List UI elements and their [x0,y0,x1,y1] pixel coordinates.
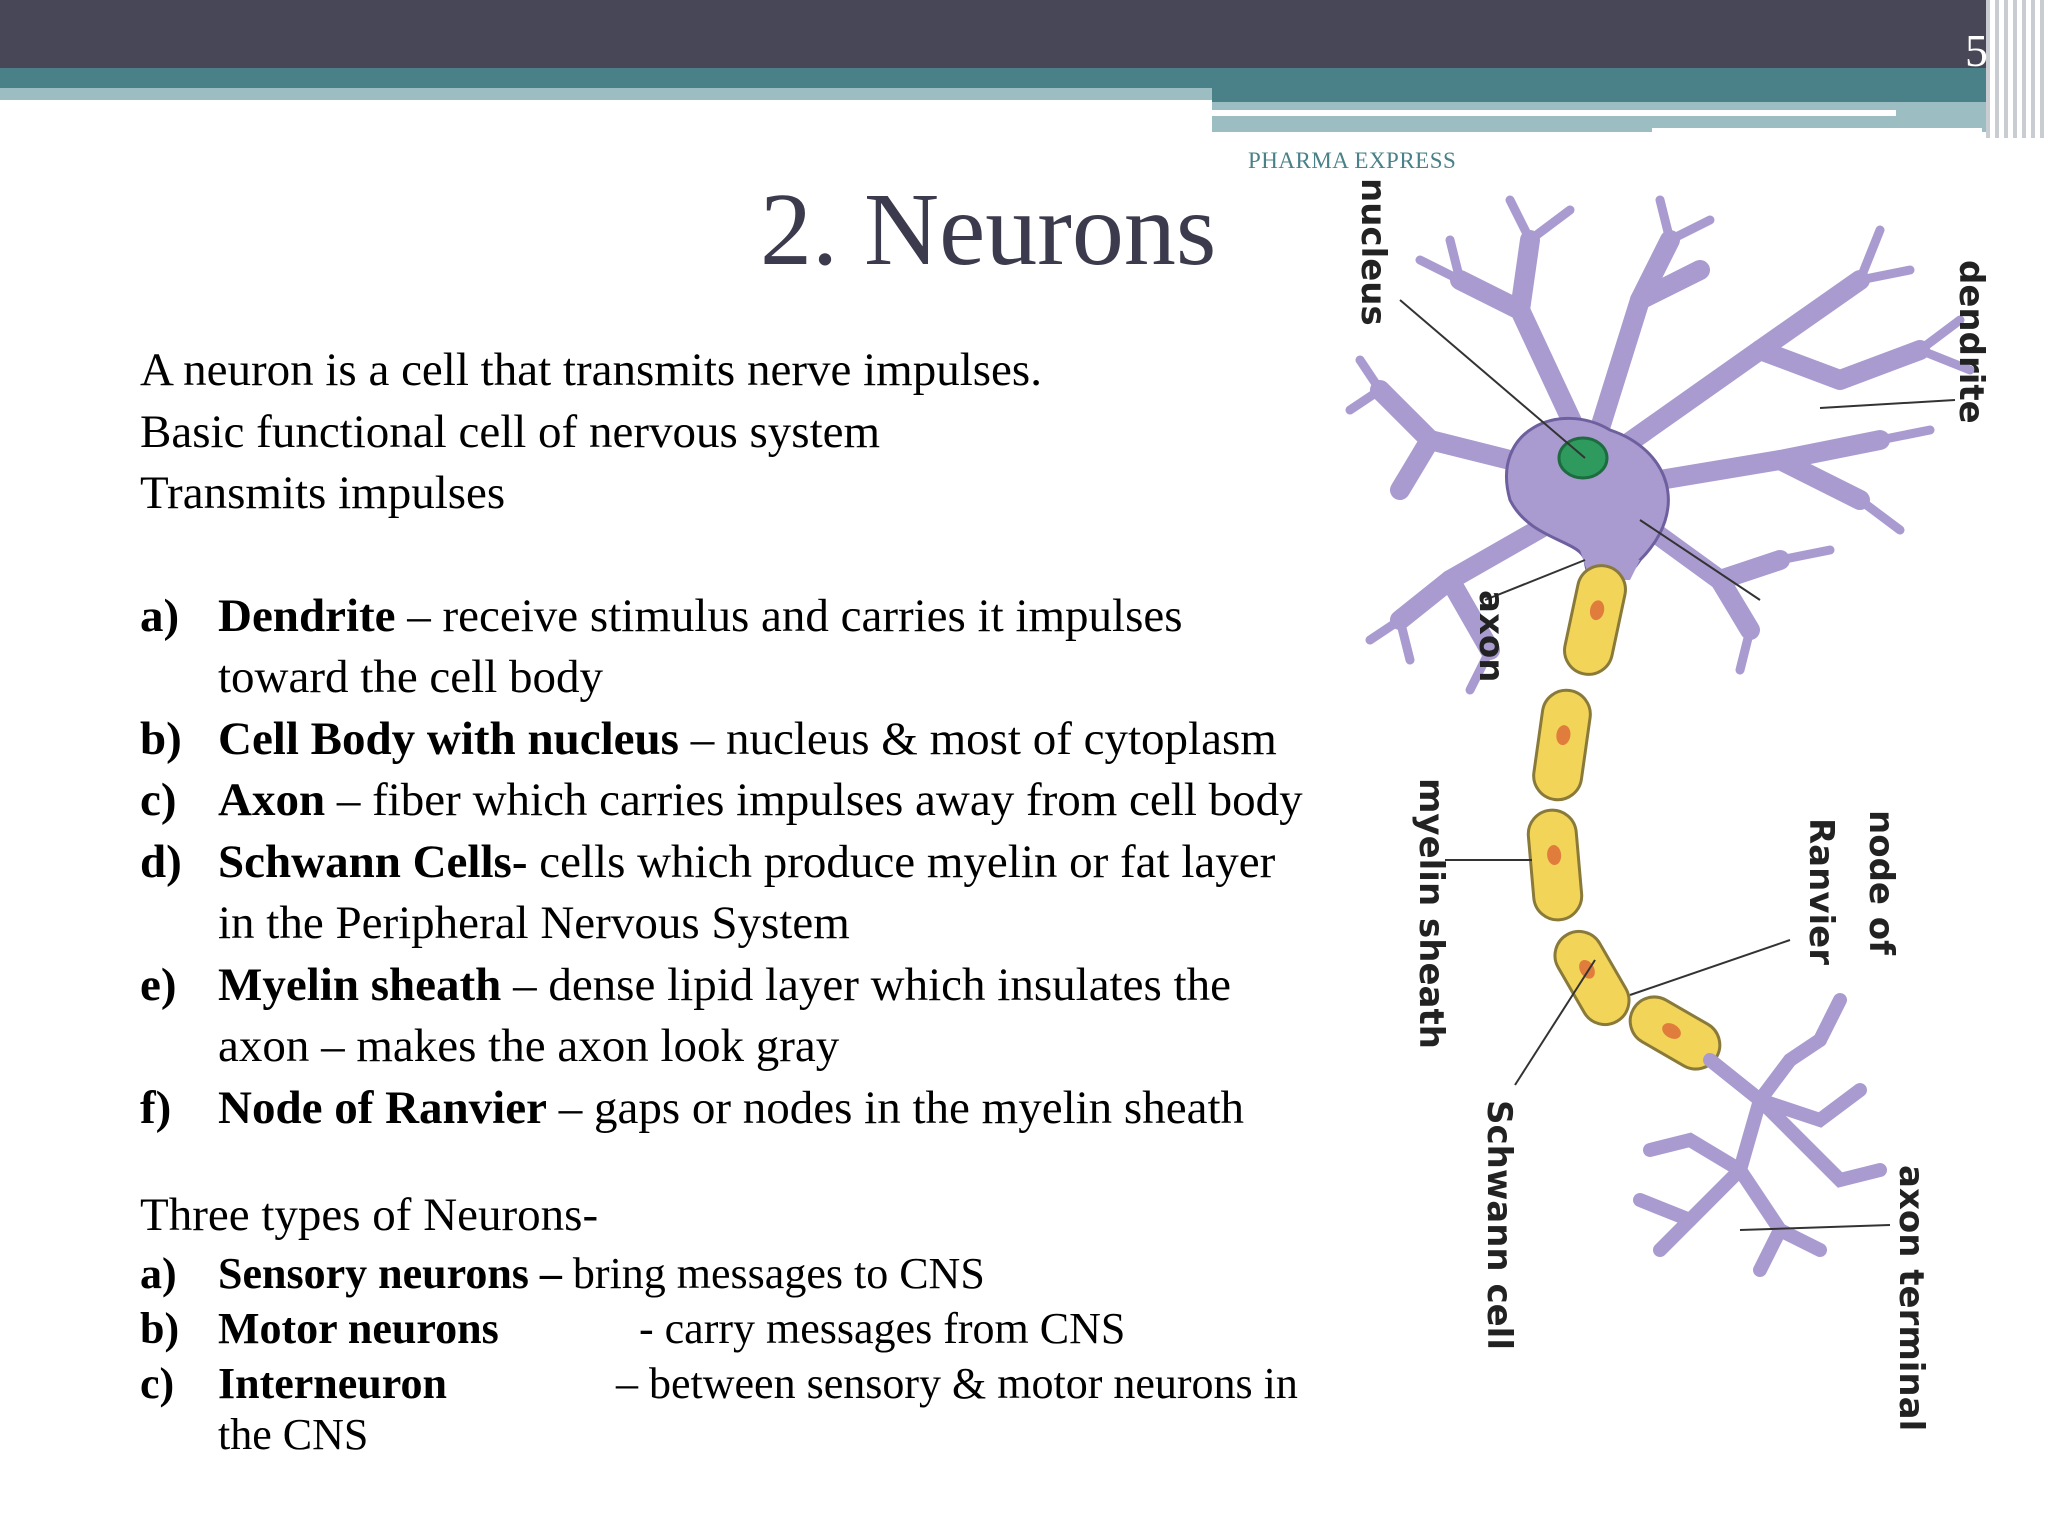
diagram-label-nucleus: nucleus [1353,178,1393,326]
definition: bring messages to CNS [561,1249,985,1298]
term: Cell Body with nucleus [218,712,679,765]
definition-continued: axon – makes the axon look gray [218,1020,840,1072]
leader-lines [1399,299,1956,1231]
slide-content: A neuron is a cell that transmits nerve … [140,340,1430,1459]
diagram-label-dendrite: dendrite [1951,260,1991,424]
term: Schwann Cells- [218,835,528,888]
diagram-label-node-of: node of [1861,810,1901,956]
term: Myelin sheath [218,958,502,1011]
diagram-label-axon: axon [1471,590,1511,682]
header-band-right-light [1212,102,2048,132]
intro-line: Basic functional cell of nervous system [140,405,881,458]
list-item: c) Axon – fiber which carries impulses a… [140,770,1430,832]
definition: cells which produce myelin or fat layer [527,835,1276,888]
list-marker: e) [140,958,177,1011]
definition-continued: the CNS [218,1410,369,1459]
axon-terminal-branches [1633,993,1887,1277]
list-marker: d) [140,835,182,888]
list-marker: f) [140,1081,172,1134]
list-item: d) Schwann Cells- cells which produce my… [140,832,1430,894]
neuron-body [1345,195,1975,695]
diagram-label-myelin-sheath: myelin sheath [1411,778,1451,1049]
definition: – between sensory & motor neurons in [616,1359,1298,1408]
list-marker: c) [140,774,177,826]
list-item: e) Myelin sheath – dense lipid layer whi… [140,955,1430,1017]
diagram-label-ranvier: Ranvier [1801,818,1841,965]
list-marker: c) [140,1359,175,1408]
header-band-right-line [1212,110,1896,116]
term: Dendrite [218,589,396,642]
definition-continued: toward the cell body [218,651,604,703]
list-item: b) Motor neurons - carry messages from C… [140,1301,1430,1356]
list-marker: a) [140,1249,177,1298]
slide-number: 5 [1965,25,1988,76]
list-item: f) Node of Ranvier – gaps or nodes in th… [140,1078,1430,1140]
list-item: c) Interneuron – between sensory & motor … [140,1356,1430,1411]
list-marker: a) [140,589,180,642]
term: Motor neurons [218,1304,499,1353]
intro-line: A neuron is a cell that transmits nerve … [140,344,1042,396]
slide-title: 2. Neurons [760,172,1217,287]
list-item: a) Sensory neurons – bring messages to C… [140,1246,1430,1301]
term: Sensory neurons – [218,1249,562,1298]
definition: – dense lipid layer which insulates the [501,958,1231,1011]
intro-line: Transmits impulses [140,467,506,519]
term: Interneuron [218,1359,447,1408]
diagram-label-axon-terminal: axon terminal [1891,1165,1931,1431]
diagram-label-schwann-cell: Schwann cell [1479,1100,1519,1350]
list-item: a) Dendrite – receive stimulus and carri… [140,586,1430,648]
definition: – fiber which carries impulses away from… [325,774,1303,826]
header-decorative-stripes [1986,0,2048,138]
term: Axon [218,774,326,826]
header-band-right-teal [1212,88,2048,102]
definition: – receive stimulus and carries it impuls… [395,589,1183,642]
myelin-segments [1526,564,1722,1071]
definition-continued: in the Peripheral Nervous System [218,897,850,949]
header-band-right-line-2 [1652,128,1982,132]
neuron-diagram: nucleus dendrite axon myelin sheath node… [1345,178,1991,1431]
header-band-dark [0,0,2048,68]
types-heading: Three types of Neurons- [140,1189,599,1241]
list-item: b) Cell Body with nucleus – nucleus & mo… [140,709,1430,771]
term: Node of Ranvier [218,1081,547,1134]
definition: - carry messages from CNS [639,1304,1126,1353]
definition: – nucleus & most of cytoplasm [678,712,1277,765]
list-marker: b) [140,1304,180,1353]
list-marker: b) [140,712,182,765]
header-band-teal [0,68,2048,88]
header-band-light [0,88,1212,100]
definition: – gaps or nodes in the myelin sheath [546,1081,1245,1134]
watermark: PHARMA EXPRESS [1248,148,1457,173]
